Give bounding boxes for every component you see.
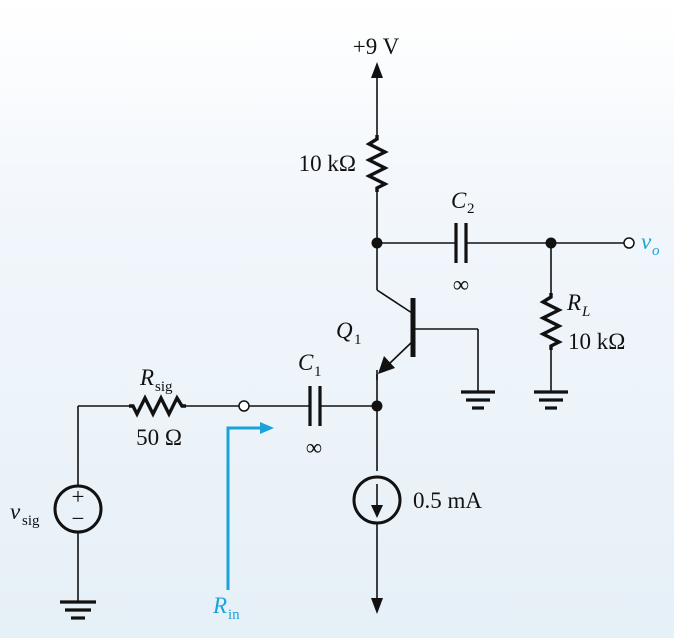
- current-arrow-icon: [371, 505, 383, 518]
- rsig-subscript: sig: [155, 379, 173, 395]
- q1-subscript: 1: [354, 332, 362, 348]
- emitter-arrow-icon: [378, 356, 395, 374]
- vsig-subscript: sig: [22, 513, 40, 529]
- supply-arrow-icon: [371, 62, 383, 78]
- output-capacitor: C 2 ∞: [451, 188, 475, 297]
- rl-value: 10 kΩ: [568, 329, 625, 354]
- signal-source: + − v sig: [10, 484, 103, 620]
- c1-symbol: C: [298, 350, 314, 375]
- c2-symbol: C: [451, 188, 467, 213]
- ground-icon: [534, 390, 568, 410]
- rsig-value: 50 Ω: [136, 425, 182, 450]
- collector-resistor: 10 kΩ: [299, 135, 389, 243]
- source-plus: +: [72, 484, 85, 509]
- input-branch: C 1 ∞ R sig 50 Ω: [77, 350, 383, 486]
- supply-rail: +9 V: [353, 34, 400, 135]
- output-terminal: [623, 237, 635, 249]
- rsig-symbol: R: [139, 365, 154, 390]
- current-source-value: 0.5 mA: [413, 488, 482, 513]
- rin-arrow-icon: [260, 422, 274, 434]
- rl-subscript: L: [581, 304, 590, 320]
- rl-symbol: R: [566, 290, 581, 315]
- rin-subscript: in: [228, 607, 240, 623]
- ground-icon: [60, 600, 96, 620]
- q1-symbol: Q: [336, 318, 353, 343]
- load-resistor: R L 10 kΩ: [534, 243, 625, 410]
- output-symbol: v: [641, 229, 652, 254]
- output-branch: C 2 ∞ v o: [371, 188, 660, 297]
- input-capacitor: C 1 ∞: [298, 350, 322, 460]
- negative-supply-arrow-icon: [371, 598, 383, 614]
- c1-subscript: 1: [314, 364, 322, 380]
- c2-value: ∞: [453, 272, 469, 297]
- supply-label: +9 V: [353, 34, 400, 59]
- input-resistance-annotation: R in: [212, 422, 274, 623]
- vsig-symbol: v: [10, 499, 21, 524]
- transistor-q1: Q 1: [336, 243, 495, 410]
- rin-symbol: R: [212, 593, 227, 618]
- collector-resistor-value: 10 kΩ: [299, 151, 356, 176]
- current-source: 0.5 mA: [352, 475, 482, 614]
- source-resistor: [129, 394, 186, 418]
- c2-subscript: 2: [467, 201, 475, 217]
- ground-icon: [461, 390, 495, 410]
- input-terminal: [238, 400, 250, 412]
- c1-value: ∞: [306, 435, 322, 460]
- source-minus: −: [72, 506, 85, 531]
- output-subscript: o: [652, 243, 660, 259]
